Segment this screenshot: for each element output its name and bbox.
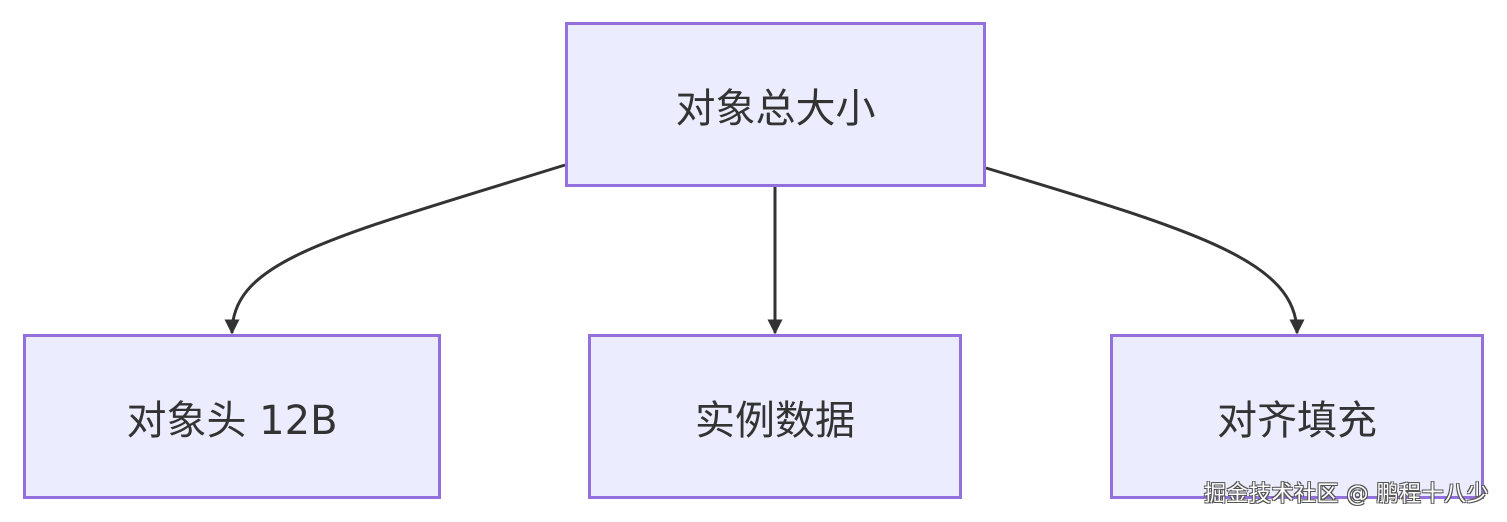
edge-root-to-alignment-padding (985, 166, 1305, 335)
node-label: 对齐填充 (1217, 397, 1377, 444)
node-alignment-padding: 对齐填充 (1110, 334, 1484, 499)
watermark: 掘金技术社区 @ 鹏程十八少 (1204, 482, 1489, 507)
node-label: 实例数据 (695, 397, 855, 444)
node-label: 对象总大小 (675, 85, 876, 132)
node-object-header: 对象头 12B (23, 334, 441, 499)
node-total-object-size: 对象总大小 (565, 22, 986, 187)
node-label: 对象头 12B (126, 397, 338, 444)
node-instance-data: 实例数据 (588, 334, 962, 499)
edge-root-to-object-header (224, 163, 566, 335)
